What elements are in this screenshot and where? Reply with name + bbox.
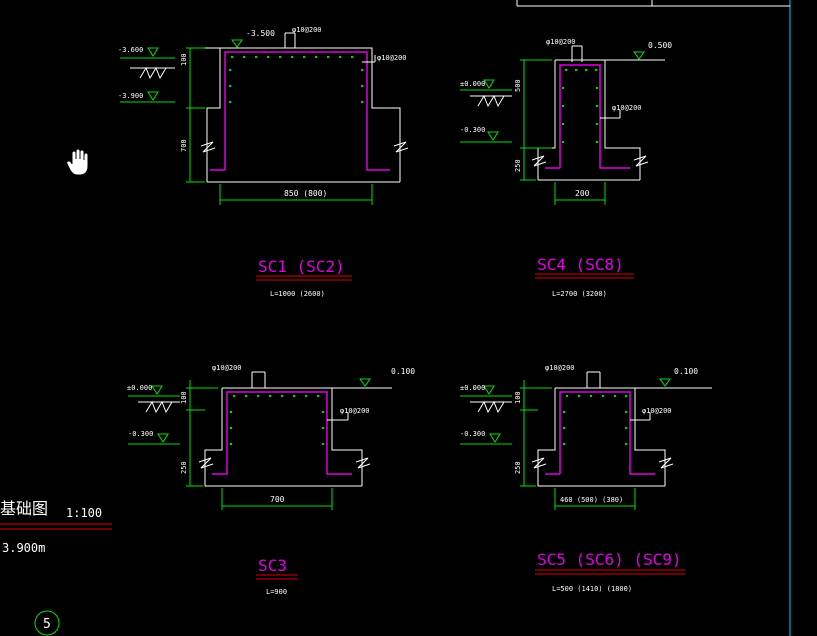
- sc3-elev-top: 0.100: [391, 367, 415, 376]
- sc1-elev-a: -3.600: [118, 46, 143, 54]
- sc3-elev-b: -0.300: [128, 430, 153, 438]
- sc1-elev-top: -3.500: [246, 29, 275, 38]
- sc5-rebar-side: φ10@200: [642, 407, 672, 415]
- sheet-elevation: 3.900m: [2, 541, 45, 555]
- sc3-rebar-side: φ10@200: [340, 407, 370, 415]
- sc5-elev-top: 0.100: [674, 367, 698, 376]
- section-sc3[interactable]: 0.100 φ10@200 φ10@200 ±0.000 -0.300: [127, 364, 415, 596]
- sc1-dim-left-bottom: 700: [180, 139, 188, 152]
- sc3-dim-width: 700: [270, 495, 285, 504]
- sc4-dim-left-bottom: 250: [514, 159, 522, 172]
- sc3-elev-a: ±0.000: [127, 384, 152, 392]
- sc3-length: L=900: [266, 588, 287, 596]
- sc3-rebar-top: φ10@200: [212, 364, 242, 372]
- sc5-dim-left-bottom: 250: [514, 461, 522, 474]
- section-sc4[interactable]: 0.500 φ10@200 φ10@200 ±0.000 -0.300: [460, 38, 672, 298]
- sc3-dim-left-bottom: 250: [180, 461, 188, 474]
- sc4-dim-left-top: 500: [514, 79, 522, 92]
- sheet-scale: 1:100: [66, 506, 102, 520]
- sc1-elev-b: -3.900: [118, 92, 143, 100]
- sheet-title: 基础图: [0, 499, 48, 518]
- sc5-length: L=500 (1410) (1800): [552, 585, 632, 593]
- sheet-title-block: 基础图 1:100 3.900m 5: [0, 499, 112, 636]
- sc1-rebar-side: φ10@200: [377, 54, 407, 62]
- sc5-elev-b: -0.300: [460, 430, 485, 438]
- sc1-length: L=1000 (2600): [270, 290, 325, 298]
- sc4-title: SC4 (SC8): [537, 255, 624, 274]
- section-sc5[interactable]: 0.100 φ10@200 φ10@200 ±0.000 -0.300: [460, 364, 712, 593]
- sc5-rebar-top: φ10@200: [545, 364, 575, 372]
- sc1-dim-left-top: 100: [180, 53, 188, 66]
- sc4-elev-top: 0.500: [648, 41, 672, 50]
- pan-hand-cursor-icon: [66, 148, 89, 176]
- sc4-rebar-side: φ10@200: [612, 104, 642, 112]
- sc4-dim-width: 200: [575, 189, 590, 198]
- sc5-title: SC5 (SC6) (SC9): [537, 550, 682, 569]
- sc5-dim-left-top: 100: [514, 391, 522, 404]
- sc3-title: SC3: [258, 556, 287, 575]
- sc1-title: SC1 (SC2): [258, 257, 345, 276]
- sc5-dim-width: 460 (500) (380): [560, 496, 623, 504]
- sc1-dim-width: 850 (800): [284, 189, 327, 198]
- section-sc1[interactable]: -3.500 φ10@200 φ10@200 -3.600: [118, 26, 409, 298]
- sc4-length: L=2700 (3200): [552, 290, 607, 298]
- sc4-elev-a: ±0.000: [460, 80, 485, 88]
- sheet-number: 5: [43, 617, 51, 632]
- sc4-rebar-top: φ10@200: [546, 38, 576, 46]
- sc3-dim-left-top: 100: [180, 391, 188, 404]
- drawing-frame: [516, 0, 791, 636]
- sc4-elev-b: -0.300: [460, 126, 485, 134]
- sc1-rebar-top: φ10@200: [292, 26, 322, 34]
- sc5-elev-a: ±0.000: [460, 384, 485, 392]
